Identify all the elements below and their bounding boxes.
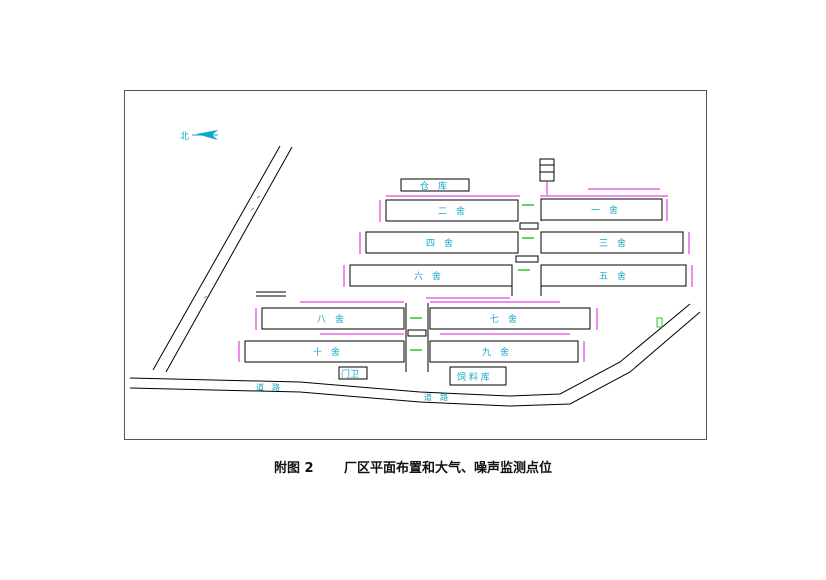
building-9: 九 舍 [429, 340, 579, 363]
building-3-label: 三 舍 [599, 237, 626, 249]
dimension-lines [238, 188, 693, 362]
building-8-label: 八 舍 [317, 313, 344, 325]
building-7-label: 七 舍 [490, 313, 517, 325]
building-10-label: 十 舍 [313, 346, 340, 358]
building-10: 十 舍 [244, 340, 405, 363]
building-4: 四 舍 [365, 231, 519, 254]
building-2-label: 二 舍 [438, 205, 465, 217]
main-road [129, 303, 701, 407]
figure-number: 附图 2 [273, 461, 314, 476]
central-corridor [405, 199, 542, 372]
figure-title: 厂区平面布置和大气、噪声监测点位 [344, 461, 553, 476]
site-plan-drawing: 北 道 路 道 路 仓 库 [124, 90, 707, 440]
building-1: 一 舍 [540, 198, 663, 221]
access-road [152, 145, 293, 373]
building-3: 三 舍 [540, 231, 684, 254]
building-cang-ku-label: 仓 库 [420, 180, 447, 192]
drawing-frame [124, 90, 707, 440]
building-5: 五 舍 [540, 264, 687, 287]
building-8: 八 舍 [261, 307, 405, 330]
north-label: 北 [180, 131, 189, 142]
building-7: 七 舍 [429, 307, 591, 330]
right-marker [656, 317, 663, 328]
building-5-label: 五 舍 [599, 270, 626, 282]
building-1-label: 一 舍 [591, 204, 618, 216]
building-6: 六 舍 [349, 264, 513, 287]
access-road-markers [203, 195, 261, 299]
guard-room: 门卫 [338, 366, 368, 380]
building-6-label: 六 舍 [414, 270, 441, 282]
building-cang-ku: 仓 库 [400, 178, 470, 192]
small-structure [539, 158, 555, 195]
figure-caption: 附图 2 厂区平面布置和大气、噪声监测点位 [0, 457, 826, 476]
road-label-b: 道 路 [424, 392, 448, 402]
feed-store: 饲 料 库 [449, 366, 507, 386]
feed-store-label: 饲 料 库 [457, 371, 490, 383]
building-2: 二 舍 [385, 199, 519, 222]
north-arrow-icon: 北 [180, 130, 218, 142]
building-4-label: 四 舍 [426, 237, 453, 249]
guard-room-label: 门卫 [341, 368, 359, 380]
monitoring-points [410, 204, 534, 351]
building-9-label: 九 舍 [482, 346, 509, 358]
road-label-a: 道 路 [256, 382, 280, 392]
